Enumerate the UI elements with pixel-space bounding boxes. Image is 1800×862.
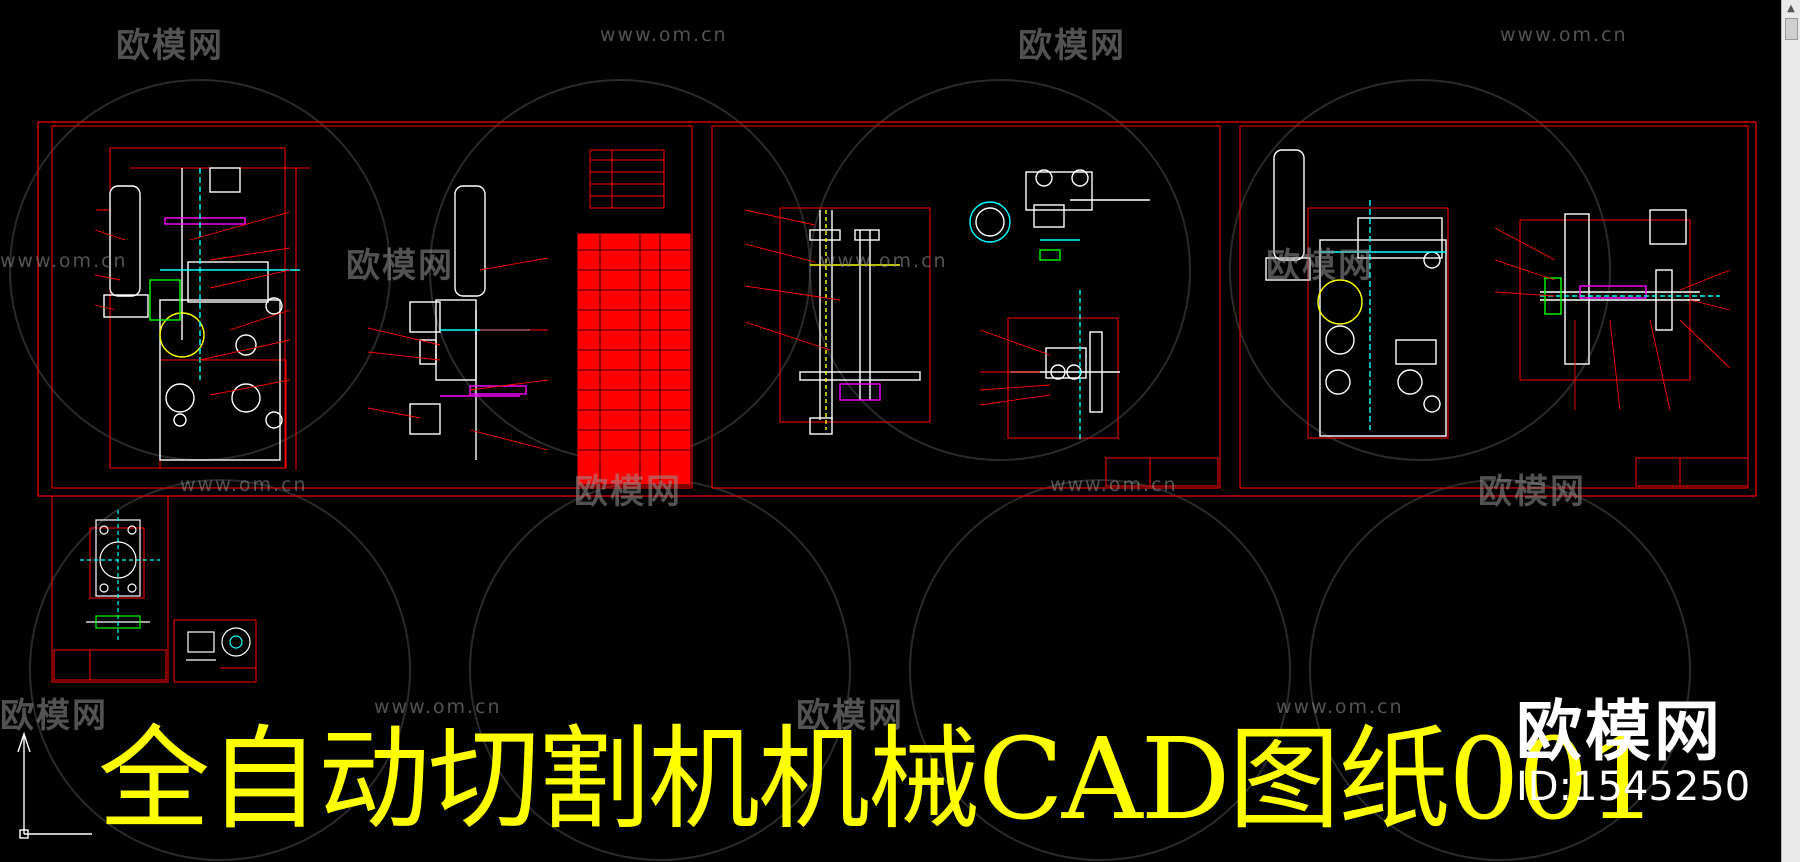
- sheet-1-colored: [149, 168, 530, 397]
- sheet-1-parts: [103, 167, 486, 461]
- ucs-axis-icon: [17, 731, 92, 839]
- watermark-logo: 欧模网: [1266, 246, 1374, 286]
- watermark-logo: 欧模网: [574, 472, 682, 512]
- watermark-logo: 欧模网: [796, 696, 904, 736]
- sheet-3-leaders: [1494, 227, 1731, 411]
- watermark-url: www.om.cn: [600, 24, 728, 46]
- sheet-4-parts: [86, 519, 150, 623]
- sheet-3-colored: [1317, 200, 1720, 430]
- watermark-url: www.om.cn: [374, 696, 502, 718]
- sheet-5-parts: [186, 627, 251, 661]
- watermark-url: www.om.cn: [180, 474, 308, 496]
- sheet-3-parts: [1265, 149, 1700, 437]
- vertical-scrollbar[interactable]: ▲: [1781, 0, 1800, 862]
- watermark-logo: 欧模网: [346, 246, 454, 286]
- model-id-text: ID:1545250: [1516, 764, 1751, 810]
- sheet-2-parts: [799, 169, 1150, 435]
- watermark-url: www.om.cn: [0, 250, 128, 272]
- watermark-logo: 欧模网: [1018, 26, 1126, 66]
- sheet-4-colored: [80, 510, 160, 640]
- sheet-3: [1239, 125, 1749, 489]
- sheet-2-colored: [810, 201, 1081, 440]
- watermark-url: www.om.cn: [1276, 696, 1404, 718]
- watermark-url: www.om.cn: [820, 250, 948, 272]
- sheet-1-leaders: [94, 211, 549, 451]
- brand-logo-text: 欧模网: [1516, 693, 1723, 770]
- sheet-outer-frame: [37, 121, 1757, 497]
- watermark-logo: 欧模网: [1478, 472, 1586, 512]
- sheet-2: [711, 125, 1221, 489]
- sheet-2-leaders: [744, 209, 1051, 406]
- watermark-logo: 欧模网: [116, 26, 224, 66]
- sheet-1: [51, 125, 693, 489]
- watermark-url: www.om.cn: [1500, 24, 1628, 46]
- chevron-up-icon[interactable]: ▲: [1787, 3, 1795, 14]
- watermark-url: www.om.cn: [1050, 474, 1178, 496]
- sheet-4: [51, 495, 169, 683]
- scrollbar-thumb[interactable]: [1785, 18, 1798, 40]
- sheet-5: [173, 619, 257, 683]
- watermark-logo: 欧模网: [0, 696, 108, 736]
- sheet-5-colored: [229, 635, 243, 649]
- drawing-title-caption: 全自动切割机机械CAD图纸001: [98, 715, 1658, 845]
